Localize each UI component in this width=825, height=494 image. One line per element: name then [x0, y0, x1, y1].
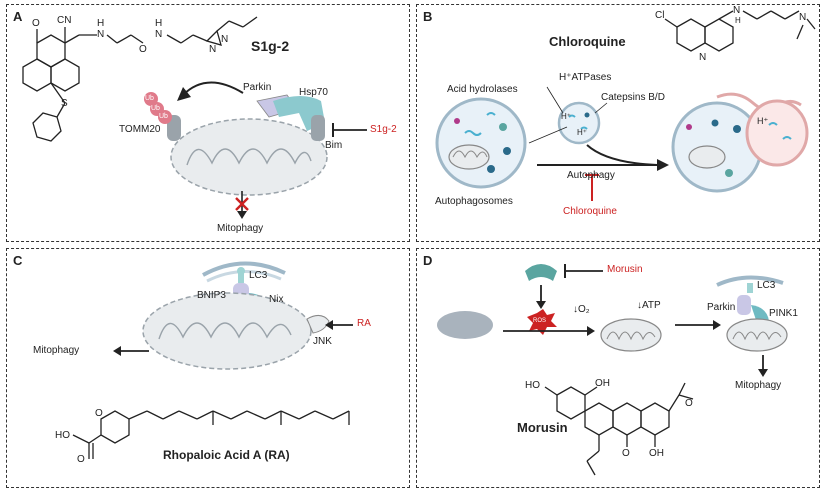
panel-d-graphics	[437, 264, 788, 476]
atom-h1: H	[97, 18, 105, 29]
ub-label-1: Ub	[145, 95, 154, 102]
panel-b: B Cl N N H N Chloroquine Acid hydrolases…	[416, 4, 820, 242]
parkin-label: Parkin	[707, 302, 736, 313]
atom-h-amine: H	[735, 16, 741, 25]
hsp70-label: Hsp70	[299, 87, 328, 98]
bim-label: Bim	[325, 140, 343, 151]
nix-label: Nix	[269, 294, 284, 305]
panel-d-outcome: Mitophagy	[735, 380, 782, 391]
atom-oh2: OH	[649, 448, 664, 459]
chloroquine-inhibitor-label: Chloroquine	[563, 206, 617, 217]
atom-n3-tertiary: N	[799, 12, 807, 23]
mitochondrion-icon	[142, 292, 312, 370]
atom-n2: N	[155, 29, 163, 40]
parkin-protein	[737, 295, 751, 315]
atom-o2: O	[622, 448, 630, 459]
atpases-label: H⁺ATPases	[559, 72, 612, 83]
target-mitochondrion-icon	[726, 318, 788, 352]
chloroquine-title: Chloroquine	[549, 34, 626, 49]
tomm20-protein	[167, 115, 181, 141]
atom-n1-quinoline: N	[699, 52, 707, 63]
autolysosome-icon	[671, 92, 809, 193]
panel-c-label: C	[13, 253, 23, 268]
atom-o1: O	[685, 398, 693, 409]
h-ion-label-3: H⁺	[757, 116, 769, 126]
panel-a-graphics	[22, 16, 367, 219]
panel-d: D Morusin ROS ↓O₂ ↓ATP Parkin LC3 PINK1 …	[416, 248, 820, 488]
bim-protein	[311, 115, 325, 141]
autophagosomes-label: Autophagosomes	[435, 196, 513, 207]
s1g2-inhibitor-label: S1g-2	[370, 124, 397, 135]
target-protein-icon	[525, 264, 557, 281]
panel-b-label: B	[423, 9, 433, 24]
morusin-inhibitor-label: Morusin	[607, 264, 643, 275]
blocked-cross-icon	[235, 197, 249, 211]
ubiquitin-icon	[144, 92, 172, 124]
panel-b-graphics	[435, 10, 816, 201]
ub-label-3: Ub	[159, 113, 168, 120]
h-ion-label-1: H⁺	[561, 112, 571, 121]
panel-d-label: D	[423, 253, 433, 268]
catepsins-label: Catepsins B/D	[601, 92, 665, 103]
atom-o2: O	[77, 454, 85, 465]
panel-a-outcome: Mitophagy	[217, 223, 264, 234]
damaged-mitochondrion-icon	[600, 318, 662, 352]
acid-hydrolases-label: Acid hydrolases	[447, 84, 518, 95]
ra-structure	[72, 410, 350, 459]
atom-ho: HO	[55, 430, 70, 441]
atom-ho1: HO	[525, 380, 540, 391]
mitochondrion-icon	[170, 118, 328, 196]
autophagosome-icon	[435, 97, 527, 189]
healthy-mitochondrion-icon	[437, 311, 493, 339]
atom-s: S	[61, 98, 68, 109]
autophagy-label: Autophagy	[567, 170, 615, 181]
ub-label-2: Ub	[151, 105, 160, 112]
panel-c-graphics	[72, 261, 353, 459]
pink1-label: PINK1	[769, 308, 798, 319]
panel-a: A CN O N H O N H N N S S1g-2 Parkin Hsp7…	[6, 4, 410, 242]
atom-n1: N	[97, 29, 105, 40]
atom-o2: O	[139, 44, 147, 55]
ros-burst-icon	[527, 309, 557, 335]
atom-oh1: OH	[595, 378, 610, 389]
jnk-protein	[306, 315, 330, 334]
bnip3-label: BNIP3	[197, 290, 226, 301]
tomm20-label: TOMM20	[119, 124, 161, 135]
atom-h2: H	[155, 18, 163, 29]
chloroquine-structure	[664, 10, 816, 52]
lc3-label: LC3	[249, 270, 268, 281]
atom-o1: O	[95, 408, 103, 419]
lc3-protein	[237, 267, 245, 283]
atom-cl: Cl	[655, 10, 665, 21]
jnk-label: JNK	[313, 336, 332, 347]
ra-inhibitor-label: RA	[357, 318, 371, 329]
panel-a-label: A	[13, 9, 23, 24]
ros-label: ROS	[533, 318, 547, 324]
atom-n2-amine: N	[733, 5, 741, 16]
parkin-label: Parkin	[243, 82, 272, 93]
s1g2-structure	[22, 16, 258, 142]
o2-label: ↓O₂	[573, 304, 590, 315]
h-ion-label-2: H⁺	[577, 128, 587, 137]
atom-n3: N	[209, 44, 217, 55]
lysosome-icon	[557, 101, 601, 145]
ra-title: Rhopaloic Acid A (RA)	[163, 448, 290, 462]
atom-n4: N	[221, 34, 229, 45]
lc3-label: LC3	[757, 280, 776, 291]
panel-c-outcome: Mitophagy	[33, 345, 80, 356]
panel-c: C LC3 BNIP3 Nix RA JNK Mitophagy HO O O …	[6, 248, 410, 488]
atom-o: O	[32, 18, 40, 29]
s1g2-title: S1g-2	[251, 38, 290, 54]
atom-cn: CN	[57, 15, 72, 26]
morusin-title: Morusin	[517, 420, 568, 435]
lc3-protein	[747, 283, 753, 293]
atp-label: ↓ATP	[637, 300, 661, 311]
morusin-structure	[544, 382, 694, 476]
